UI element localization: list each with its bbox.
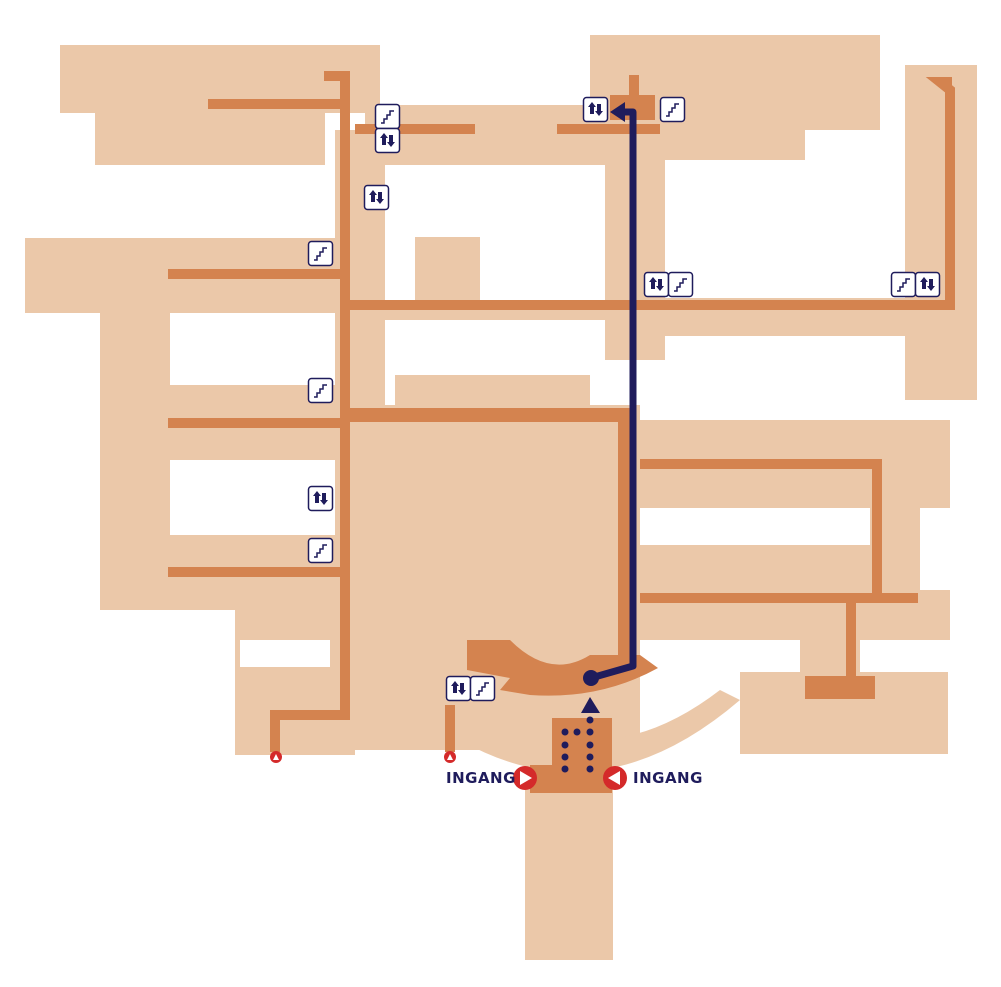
entrance-label-left: INGANG xyxy=(446,769,516,787)
stairs-icon xyxy=(890,271,917,298)
entrance-arrow-icon xyxy=(513,766,537,790)
elevator-icon xyxy=(582,96,609,123)
stairs-icon xyxy=(307,240,334,267)
elevator-icon xyxy=(307,485,334,512)
entrance-arrow-icon xyxy=(603,766,627,790)
corridors xyxy=(168,71,955,752)
route xyxy=(561,102,637,773)
stairs-icon xyxy=(659,96,686,123)
stairs-icon xyxy=(667,271,694,298)
elevator-icon xyxy=(363,184,390,211)
stairs-icon xyxy=(469,675,496,702)
side-entrance-markers xyxy=(270,751,456,763)
route-start-icon xyxy=(583,670,599,686)
route-dots xyxy=(561,716,594,773)
corridor-areas xyxy=(467,95,875,793)
elevator-icon xyxy=(445,675,472,702)
buildings xyxy=(25,35,977,960)
stairs-icon xyxy=(374,103,401,130)
stairs-icon xyxy=(307,537,334,564)
entrance-label-right: INGANG xyxy=(633,769,703,787)
elevator-icon xyxy=(643,271,670,298)
route-direction-arrow-icon xyxy=(581,697,600,713)
elevator-icon xyxy=(374,127,401,154)
stairs-icon xyxy=(307,377,334,404)
route-end-arrow-icon xyxy=(610,102,625,122)
elevator-icon xyxy=(914,271,941,298)
